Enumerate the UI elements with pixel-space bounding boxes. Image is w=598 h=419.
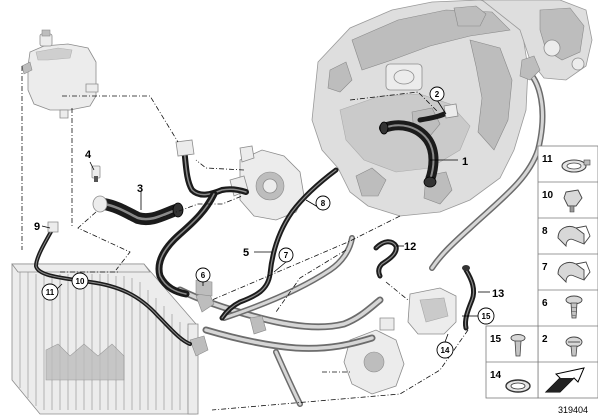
part-cell-10[interactable]: 10 xyxy=(542,189,583,213)
part-cell-14[interactable]: 14 xyxy=(490,370,531,393)
callout-14[interactable]: 14 xyxy=(436,341,454,359)
clip-icon xyxy=(563,189,583,213)
pipe-clamp-6 xyxy=(195,279,213,297)
callout-label-4: 4 xyxy=(85,149,92,161)
callout-8[interactable]: 8 xyxy=(315,195,331,211)
callout-9[interactable]: 9 xyxy=(34,221,40,233)
coolant-hose-9 xyxy=(34,221,192,346)
callout-label-9: 9 xyxy=(34,221,40,233)
callout-circle-14 xyxy=(436,341,454,359)
callout-12[interactable]: 12 xyxy=(404,241,416,253)
clamp-icon xyxy=(557,225,591,248)
callout-6[interactable]: 6 xyxy=(195,267,211,283)
coolant-hose-upper xyxy=(175,139,249,198)
clamp-icon xyxy=(557,261,591,284)
part-label-6: 6 xyxy=(542,298,548,309)
screw-icon xyxy=(565,295,583,319)
coolant-hose-5 xyxy=(219,167,339,321)
part-label-15: 15 xyxy=(490,334,502,345)
callout-label-15: 15 xyxy=(482,312,491,321)
callout-label-7: 7 xyxy=(284,251,289,260)
callout-1[interactable]: 1 xyxy=(462,156,468,168)
radiator xyxy=(11,263,209,415)
callout-2[interactable]: 2 xyxy=(429,86,445,102)
callout-label-8: 8 xyxy=(321,199,326,208)
callout-label-14: 14 xyxy=(441,346,450,355)
callout-label-11: 11 xyxy=(46,288,55,297)
panel-frame xyxy=(537,145,598,399)
o-ring-icon xyxy=(505,379,531,393)
part-label-2: 2 xyxy=(542,334,548,345)
coolant-hose-2 xyxy=(417,103,459,123)
callout-circle-10 xyxy=(71,272,89,290)
callout-circle-11 xyxy=(41,283,59,301)
callout-circle-6 xyxy=(195,267,211,283)
hose-clamp-icon xyxy=(561,159,591,173)
part-cell-8[interactable]: 8 xyxy=(542,225,591,248)
direction-arrow-icon xyxy=(544,367,585,393)
callout-label-2: 2 xyxy=(435,90,440,99)
part-cell-2[interactable]: 2 xyxy=(542,334,583,357)
assembly-dash-lines xyxy=(21,66,469,411)
part-cell-11[interactable]: 11 xyxy=(542,154,591,173)
callout-4[interactable]: 4 xyxy=(85,149,92,161)
part-label-14: 14 xyxy=(490,370,502,381)
callout-circle-7 xyxy=(278,247,294,263)
callout-15[interactable]: 15 xyxy=(477,307,495,325)
part-cell-15[interactable]: 15 xyxy=(490,334,526,357)
coolant-hose-long xyxy=(155,190,218,298)
callout-label-3: 3 xyxy=(137,183,143,195)
callout-label-1: 1 xyxy=(462,156,468,168)
coolant-hose-13 xyxy=(462,265,477,331)
engine-block xyxy=(311,0,593,271)
bolt-icon xyxy=(510,334,526,357)
callout-circle-15 xyxy=(477,307,495,325)
small-parts-panel: 11 10 8 7 xyxy=(485,145,598,399)
callout-5[interactable]: 5 xyxy=(243,247,249,259)
part-label-8: 8 xyxy=(542,226,548,237)
part-label-7: 7 xyxy=(542,262,548,273)
coolant-hose-1 xyxy=(379,120,439,188)
callout-7[interactable]: 7 xyxy=(278,247,294,263)
callout-label-5: 5 xyxy=(243,247,249,259)
callout-3[interactable]: 3 xyxy=(137,183,143,195)
callout-label-13: 13 xyxy=(492,288,504,300)
callout-label-10: 10 xyxy=(76,277,85,286)
diagram-reference-number: 319404 xyxy=(557,405,588,415)
coolant-hose-3 xyxy=(92,195,184,225)
coolant-pipe xyxy=(176,235,384,407)
callout-10[interactable]: 10 xyxy=(71,272,89,290)
bleed-screw xyxy=(91,165,101,182)
callout-11[interactable]: 11 xyxy=(41,283,59,301)
part-cell-6[interactable]: 6 xyxy=(542,295,583,319)
part-label-11: 11 xyxy=(542,154,553,165)
callout-13[interactable]: 13 xyxy=(492,288,504,300)
part-cell-7[interactable]: 7 xyxy=(542,261,591,284)
callout-circle-2 xyxy=(429,86,445,102)
coolant-hose-12 xyxy=(373,239,399,279)
expansion-tank xyxy=(21,29,99,119)
callout-circle-8 xyxy=(315,195,331,211)
part-label-10: 10 xyxy=(542,190,554,201)
bolt-icon xyxy=(565,336,583,357)
electric-pump xyxy=(407,287,457,335)
callout-label-6: 6 xyxy=(201,271,206,280)
callout-label-12: 12 xyxy=(404,241,416,253)
auxiliary-pump xyxy=(343,317,405,395)
